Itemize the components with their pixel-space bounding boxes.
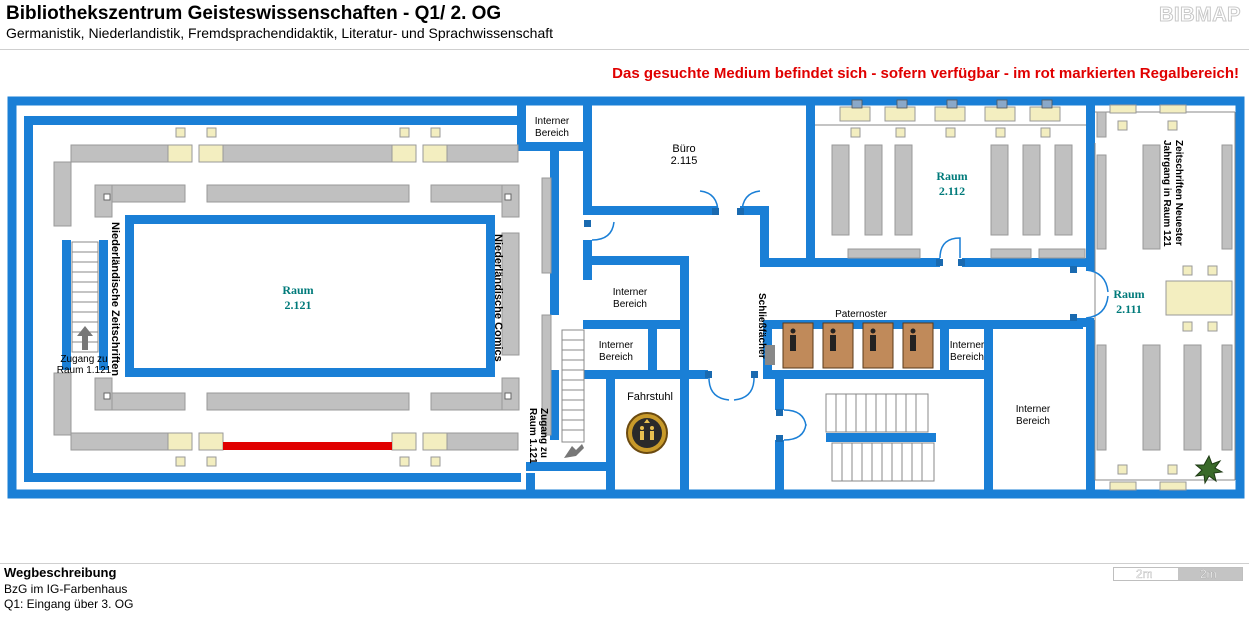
shelves-raum-2112	[831, 144, 1086, 259]
footer-divider	[0, 563, 1249, 564]
directions-line-1: BzG im IG-Farbenhaus	[4, 582, 128, 596]
computer-workstation-icon	[839, 106, 1061, 138]
zeitschriften-right-label: Zeitschriften Neuester	[1173, 140, 1184, 246]
paternoster-person-icon	[790, 328, 916, 351]
interner-bereich-label: Bereich	[599, 352, 633, 363]
highlighted-shelf	[223, 442, 392, 450]
buero-number: 2.115	[671, 155, 698, 167]
door-marker	[584, 208, 1077, 442]
buero-label: Büro	[672, 143, 695, 155]
header-divider	[0, 49, 1249, 50]
raum-2111-label: Raum	[1113, 287, 1144, 301]
interner-bereich-label: Bereich	[613, 299, 647, 310]
up-arrow-icon	[77, 326, 93, 350]
down-arrow-icon	[564, 444, 584, 458]
zugang-mid-label: Raum 1.121	[527, 408, 538, 464]
niederl-comics-label: Niederländische Comics	[492, 234, 504, 362]
scale-label-right: 2m	[1200, 567, 1217, 581]
plant-icon	[1194, 454, 1224, 485]
directions-line-2: Q1: Eingang über 3. OG	[4, 597, 134, 611]
interner-bereich-label: Bereich	[535, 128, 569, 139]
schliessfaecher-label: Schließfächer	[756, 293, 767, 359]
staircase-icon	[825, 393, 935, 482]
page-title: Bibliothekszentrum Geisteswissenschaften…	[6, 3, 502, 24]
zugang-mid-label: Zugang zu	[538, 408, 549, 458]
floor-plan: Raum 2.121 Raum 2.112 Raum 2.111 Büro 2.…	[7, 96, 1245, 499]
shelf-end-markers	[103, 193, 512, 400]
raum-2112-number: 2.112	[939, 184, 965, 198]
interner-bereich-label: Interner	[1016, 404, 1051, 415]
raum-2121-label: Raum	[282, 283, 313, 297]
highlight-notice: Das gesuchte Medium befindet sich - sofe…	[612, 65, 1239, 82]
monitor-icon	[851, 99, 1053, 109]
interner-bereich-label: Bereich	[1016, 416, 1050, 427]
brand-logo: BIBMAP	[1159, 4, 1241, 27]
outer-walls	[7, 96, 1245, 499]
inner-walls	[24, 101, 1095, 494]
fahrstuhl-label: Fahrstuhl	[627, 391, 673, 403]
elevator-icon	[626, 412, 668, 454]
zugang-left-label: Zugang zu	[60, 354, 107, 365]
locker-block	[765, 345, 775, 365]
shelves-raum-2111	[1096, 111, 1233, 451]
zeitschriften-right-label: Jahrgang in Raum 121	[1161, 140, 1172, 247]
raum-2121-number: 2.121	[285, 298, 312, 312]
interner-bereich-label: Interner	[613, 287, 648, 298]
interner-bereich-label: Interner	[535, 116, 570, 127]
desks-raum-2111	[1109, 104, 1233, 491]
scale-bar: 2m 2m	[1113, 567, 1243, 581]
raum-2111-number: 2.111	[1116, 302, 1142, 316]
shelves-left-hall	[53, 144, 552, 451]
staircase-icon	[561, 329, 585, 443]
paternoster-label: Paternoster	[835, 309, 887, 320]
interner-bereich-label: Interner	[950, 340, 985, 351]
niederl-zeitschriften-label: Niederländische Zeitschriften	[109, 222, 121, 376]
desks-left-hall	[167, 127, 448, 467]
page-subtitle: Germanistik, Niederlandistik, Fremdsprac…	[6, 25, 554, 41]
zugang-left-label: Raum 1.121	[57, 365, 112, 376]
scale-bar-segment	[1178, 568, 1242, 580]
interner-bereich-label: Interner	[599, 340, 634, 351]
paternoster-cabin-icon	[782, 322, 934, 369]
interner-bereich-label: Bereich	[950, 352, 984, 363]
scale-label-left: 2m	[1136, 567, 1153, 581]
raum-2112-label: Raum	[936, 169, 967, 183]
directions-title: Wegbeschreibung	[4, 565, 117, 580]
